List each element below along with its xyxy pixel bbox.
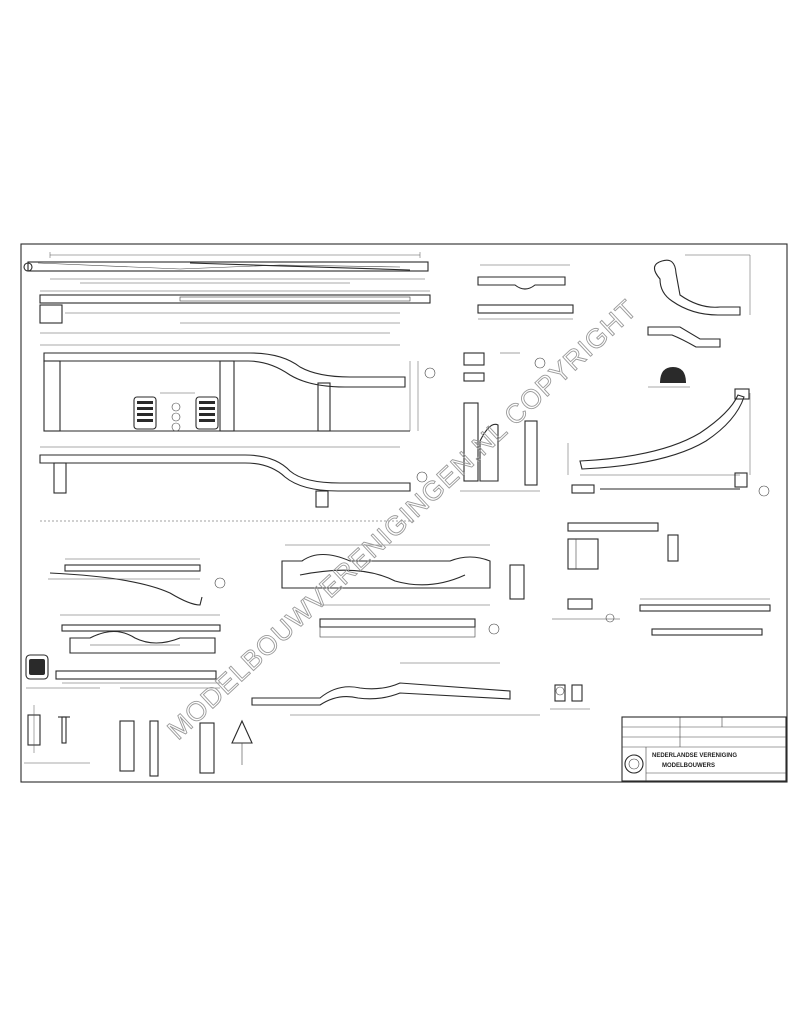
title-block: NEDERLANDSE VERENIGING MODELBOUWERS — [621, 716, 787, 782]
view-vertical-support — [460, 402, 540, 492]
org-line-2: MODELBOUWERS — [662, 763, 715, 769]
view-hook-parts — [477, 254, 751, 388]
view-curved-lever — [567, 388, 770, 497]
view-long-member-top — [23, 252, 429, 284]
society-seal-icon — [624, 754, 644, 774]
view-frame-plan — [39, 446, 428, 522]
view-long-member-second — [39, 290, 431, 334]
technical-drawing: NEDERLANDSE VERENIGING MODELBOUWERS MODE… — [20, 243, 788, 783]
view-small-fittings — [424, 352, 546, 382]
sheet-border — [20, 243, 788, 783]
drawing-sheet: NEDERLANDSE VERENIGING MODELBOUWERS MODE… — [20, 243, 788, 783]
view-spring-strap — [55, 614, 221, 684]
view-right-bars — [509, 522, 771, 636]
org-line-1: NEDERLANDSE VERENIGING — [652, 753, 737, 759]
view-spring-block-small — [25, 654, 220, 689]
view-bottom-rail — [251, 662, 565, 716]
view-curved-bracket — [48, 558, 226, 606]
view-small-clamps — [550, 684, 590, 710]
view-frame-side — [40, 344, 419, 432]
view-center-frame — [281, 544, 500, 638]
view-detail-pins — [24, 705, 253, 777]
